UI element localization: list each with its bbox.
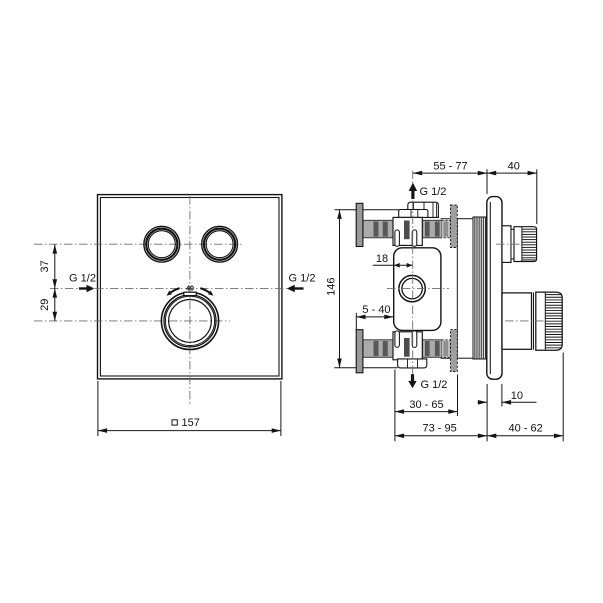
svg-text:55 - 77: 55 - 77 [433, 160, 467, 172]
svg-text:5 - 40: 5 - 40 [362, 304, 390, 316]
svg-text:G 1/2: G 1/2 [289, 273, 316, 285]
svg-text:146: 146 [325, 278, 337, 296]
svg-text:40 - 62: 40 - 62 [508, 423, 542, 435]
svg-text:40: 40 [508, 160, 520, 172]
svg-text:29: 29 [39, 299, 51, 311]
svg-text:G 1/2: G 1/2 [421, 379, 448, 391]
svg-text:73 - 95: 73 - 95 [422, 423, 456, 435]
svg-text:40: 40 [186, 283, 194, 292]
svg-text:G 1/2: G 1/2 [69, 273, 96, 285]
svg-text:18: 18 [376, 253, 388, 265]
svg-text:G 1/2: G 1/2 [420, 186, 447, 198]
svg-text:37: 37 [39, 260, 51, 272]
svg-text:30 - 65: 30 - 65 [409, 399, 443, 411]
svg-text:10: 10 [511, 390, 523, 402]
svg-text:157: 157 [182, 417, 200, 429]
